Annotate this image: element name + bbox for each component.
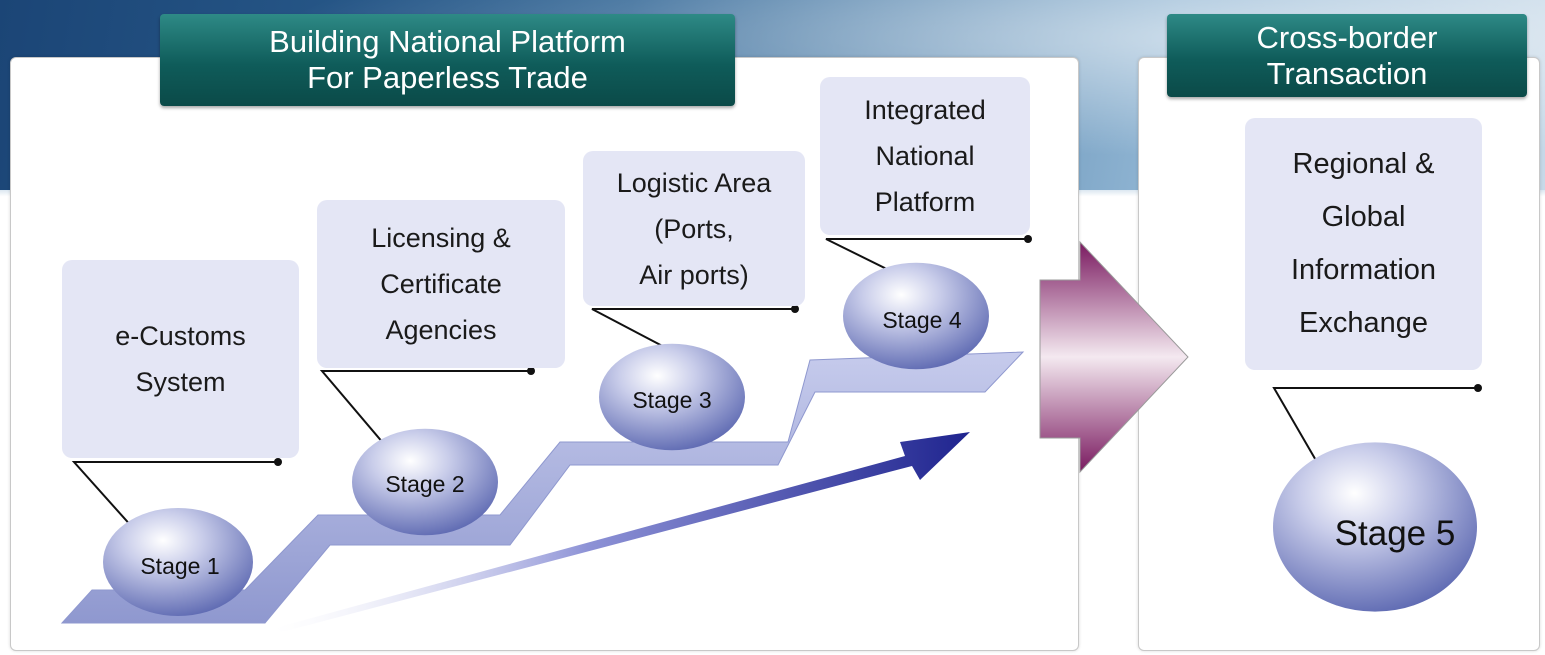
stage-3-sphere [599,343,745,451]
leader-dot [274,458,282,466]
leader-line-stage-2 [319,370,531,445]
leader-dot [1474,384,1482,392]
stage-4-description: Integrated National Platform [820,77,1030,235]
stage-2-description: Licensing & Certificate Agencies [317,200,565,368]
header-cross-border: Cross-border Transaction [1167,14,1527,97]
stage-4-sphere [843,262,989,370]
leader-dot [1024,235,1032,243]
leader-line-stage-5 [1272,387,1478,489]
growth-arrow [275,432,970,632]
stage-1-description: e-Customs System [62,260,299,458]
stage-5-description: Regional & Global Information Exchange [1245,118,1482,370]
leader-line-stage-3 [591,308,795,352]
stage-2-sphere [352,428,498,536]
transition-arrow [1039,240,1189,474]
header-national-platform: Building National Platform For Paperless… [160,14,735,106]
stage-5-sphere [1273,442,1477,612]
stage-3-description: Logistic Area (Ports, Air ports) [583,151,805,306]
staircase-step [60,351,1025,624]
stage-1-sphere [103,508,253,616]
leader-line-stage-4 [825,238,1028,280]
leader-line-stage-1 [71,461,278,529]
leader-dot [527,367,535,375]
leader-dot [791,305,799,313]
